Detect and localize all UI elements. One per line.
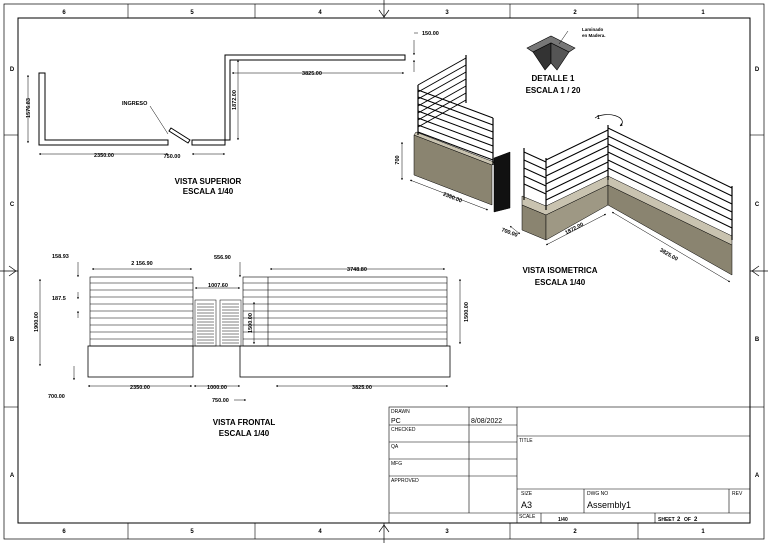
col-label: 1 — [701, 10, 705, 16]
title-block — [388, 406, 751, 524]
col-label: 5 — [190, 529, 194, 535]
detail-scale: ESCALA 1 / 20 — [526, 86, 581, 95]
top-view: 1576.83 2350.00 750.00 1872.00 3825.00 1… — [26, 31, 439, 196]
ingreso-label: INGRESO — [122, 101, 148, 107]
col-label: 6 — [62, 10, 66, 16]
detail-1: Laminado en Madera. DETALLE 1 ESCALA 1 /… — [526, 27, 606, 95]
qa-label: QA — [391, 444, 399, 450]
rev-label: REV — [732, 491, 743, 497]
dim-label: 1900.00 — [34, 312, 40, 332]
front-view-base — [87, 345, 451, 378]
col-label: 6 — [62, 529, 66, 535]
col-label: 3 — [445, 529, 449, 535]
front-view-dimensions — [39, 262, 461, 401]
row-label: B — [10, 337, 15, 343]
size-label: SIZE — [521, 491, 533, 497]
approved-label: APPROVED — [391, 478, 419, 484]
dim-label: 187.5 — [52, 296, 66, 302]
scale-value: 1/40 — [558, 517, 568, 523]
dim-label: 3748.80 — [347, 267, 367, 273]
iso-view: 1 700 2350.00 700.00 1872.00 3825.00 VIS… — [395, 55, 733, 287]
size-value: A3 — [521, 500, 532, 510]
top-view-title: VISTA SUPERIOR — [175, 177, 242, 186]
col-label: 2 — [573, 10, 577, 16]
dim-label: 2350.00 — [130, 385, 150, 391]
title-block-text: DRAWN PC 8/08/2022 CHECKED QA MFG APPROV… — [391, 409, 743, 523]
dim-label: 1007.60 — [208, 283, 228, 289]
row-label: A — [10, 473, 15, 479]
drawn-value: PC — [391, 418, 401, 425]
detail-leader — [558, 30, 569, 45]
scale-label: SCALE — [519, 514, 536, 520]
dim-label: 1500.00 — [464, 302, 470, 322]
top-view-dimensions — [27, 32, 418, 155]
detail-note: en Madera. — [582, 33, 606, 38]
dim-label: 158.93 — [52, 254, 69, 260]
dim-label: 700 — [395, 155, 401, 164]
iso-view-title: VISTA ISOMETRICA — [522, 266, 597, 275]
drawn-date: 8/08/2022 — [471, 418, 502, 425]
detail-corner-shape — [526, 35, 576, 71]
sheet-total: 2 — [694, 517, 698, 523]
detail-note: Laminado — [582, 27, 604, 32]
col-label: 3 — [445, 10, 449, 16]
dwg-label: DWG NO — [587, 491, 608, 497]
row-label: A — [755, 473, 760, 479]
iso-left-fence — [413, 55, 511, 213]
dim-label: 556.90 — [214, 255, 231, 261]
dim-label: 700.00 — [48, 394, 65, 400]
dim-label: 1576.83 — [26, 98, 32, 118]
top-view-outline — [38, 54, 406, 146]
zone-labels: 6 5 4 3 2 1 6 5 4 3 2 1 D C B A D C B A — [10, 10, 760, 535]
mfg-label: MFG — [391, 461, 402, 467]
col-label: 1 — [701, 529, 705, 535]
col-label: 4 — [318, 529, 322, 535]
iso-right-fence — [521, 114, 733, 276]
row-label: D — [755, 67, 760, 73]
dim-label: 150.00 — [422, 31, 439, 37]
row-label: C — [10, 202, 15, 208]
iso-view-scale: ESCALA 1/40 — [535, 278, 586, 287]
detail-title: DETALLE 1 — [532, 74, 576, 83]
dim-label: 2350.00 — [94, 153, 114, 159]
dim-label: 1500.00 — [248, 313, 254, 333]
row-label: C — [755, 202, 760, 208]
sheet-of: OF — [684, 517, 691, 523]
row-label: D — [10, 67, 15, 73]
col-label: 4 — [318, 10, 322, 16]
detail-callout: 1 — [597, 115, 600, 121]
iso-dimensions — [401, 141, 731, 283]
front-view-title: VISTA FRONTAL — [213, 418, 276, 427]
dim-label: 3825.00 — [302, 71, 322, 77]
dim-label: 700.00 — [500, 227, 518, 238]
sheet-label: SHEET — [658, 517, 675, 523]
title-label: TITLE — [519, 438, 533, 444]
drawn-label: DRAWN — [391, 409, 410, 415]
dim-label: 3825.00 — [352, 385, 372, 391]
dim-label: 750.00 — [212, 398, 229, 404]
front-view-left-panel — [89, 276, 194, 347]
dim-label: 750.00 — [164, 154, 181, 160]
dim-label: 2350.00 — [442, 192, 463, 205]
front-view-scale: ESCALA 1/40 — [219, 429, 270, 438]
row-label: B — [755, 337, 760, 343]
col-label: 5 — [190, 10, 194, 16]
front-view: 158.93 2 156.90 556.90 3748.80 1007.60 1… — [34, 254, 470, 438]
top-view-scale: ESCALA 1/40 — [183, 187, 234, 196]
dim-label: 1872.00 — [232, 90, 238, 110]
col-label: 2 — [573, 529, 577, 535]
checked-label: CHECKED — [391, 427, 416, 433]
sheet-number: 2 — [677, 517, 681, 523]
dim-label: 2 156.90 — [131, 261, 152, 267]
dim-label: 1000.00 — [207, 385, 227, 391]
dwg-value: Assembly1 — [587, 500, 631, 510]
front-view-right-panel — [242, 276, 448, 347]
front-view-gate — [194, 299, 242, 347]
